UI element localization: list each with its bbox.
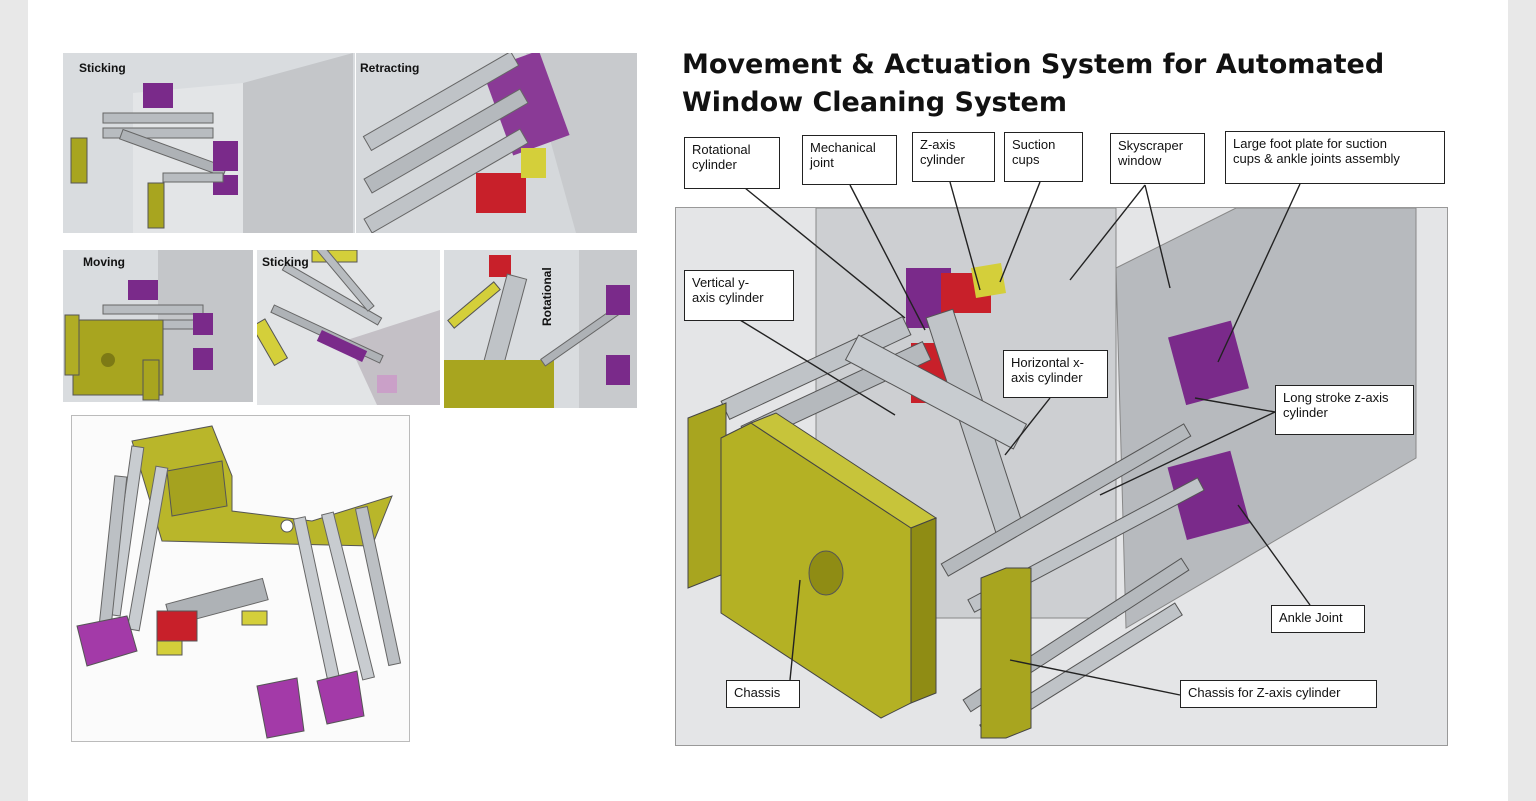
panel-retracting: Retracting (356, 53, 637, 233)
callout-rotational-cylinder: Rotational cylinder (684, 137, 780, 189)
callout-large-foot-plate: Large foot plate for suction cups & ankl… (1225, 131, 1445, 184)
sticking-bottom-illustration (257, 250, 440, 405)
retracting-illustration (362, 53, 637, 233)
callout-long-stroke-z-axis-cylinder: Long stroke z-axis cylinder (1275, 385, 1414, 435)
panel-rotational: Rotational (444, 250, 637, 408)
moving-illustration (64, 250, 253, 402)
callout-vertical-y-axis-cylinder: Vertical y- axis cylinder (684, 270, 794, 321)
callout-mechanical-joint: Mechanical joint (802, 135, 897, 185)
panel-sticking-bottom: Sticking (257, 250, 440, 405)
main-diagram (675, 207, 1448, 746)
callout-ankle-joint: Ankle Joint (1271, 605, 1365, 633)
callout-chassis: Chassis (726, 680, 800, 708)
callout-z-axis-cylinder: Z-axis cylinder (912, 132, 995, 182)
robot-overview-illustration (76, 425, 402, 739)
callout-skyscraper-window: Skyscraper window (1110, 133, 1205, 184)
panel-robot-overview (71, 415, 410, 742)
panel-label-sticking: Sticking (79, 61, 126, 75)
panel-label-sticking-2: Sticking (262, 255, 309, 269)
panel-label-moving: Moving (83, 255, 125, 269)
callout-chassis-for-z-axis-cylinder: Chassis for Z-axis cylinder (1180, 680, 1377, 708)
slide-title: Movement & Actuation System for Automate… (682, 49, 1385, 118)
sticking-illustration (70, 53, 353, 233)
panel-label-retracting: Retracting (360, 61, 420, 75)
callout-suction-cups: Suction cups (1004, 132, 1083, 182)
panel-moving: Moving (63, 250, 253, 402)
callout-horizontal-x-axis-cylinder: Horizontal x- axis cylinder (1003, 350, 1108, 398)
rotational-illustration (444, 250, 637, 408)
panel-label-rotational: Rotational (540, 267, 554, 326)
panel-sticking-top: Sticking (63, 53, 355, 233)
